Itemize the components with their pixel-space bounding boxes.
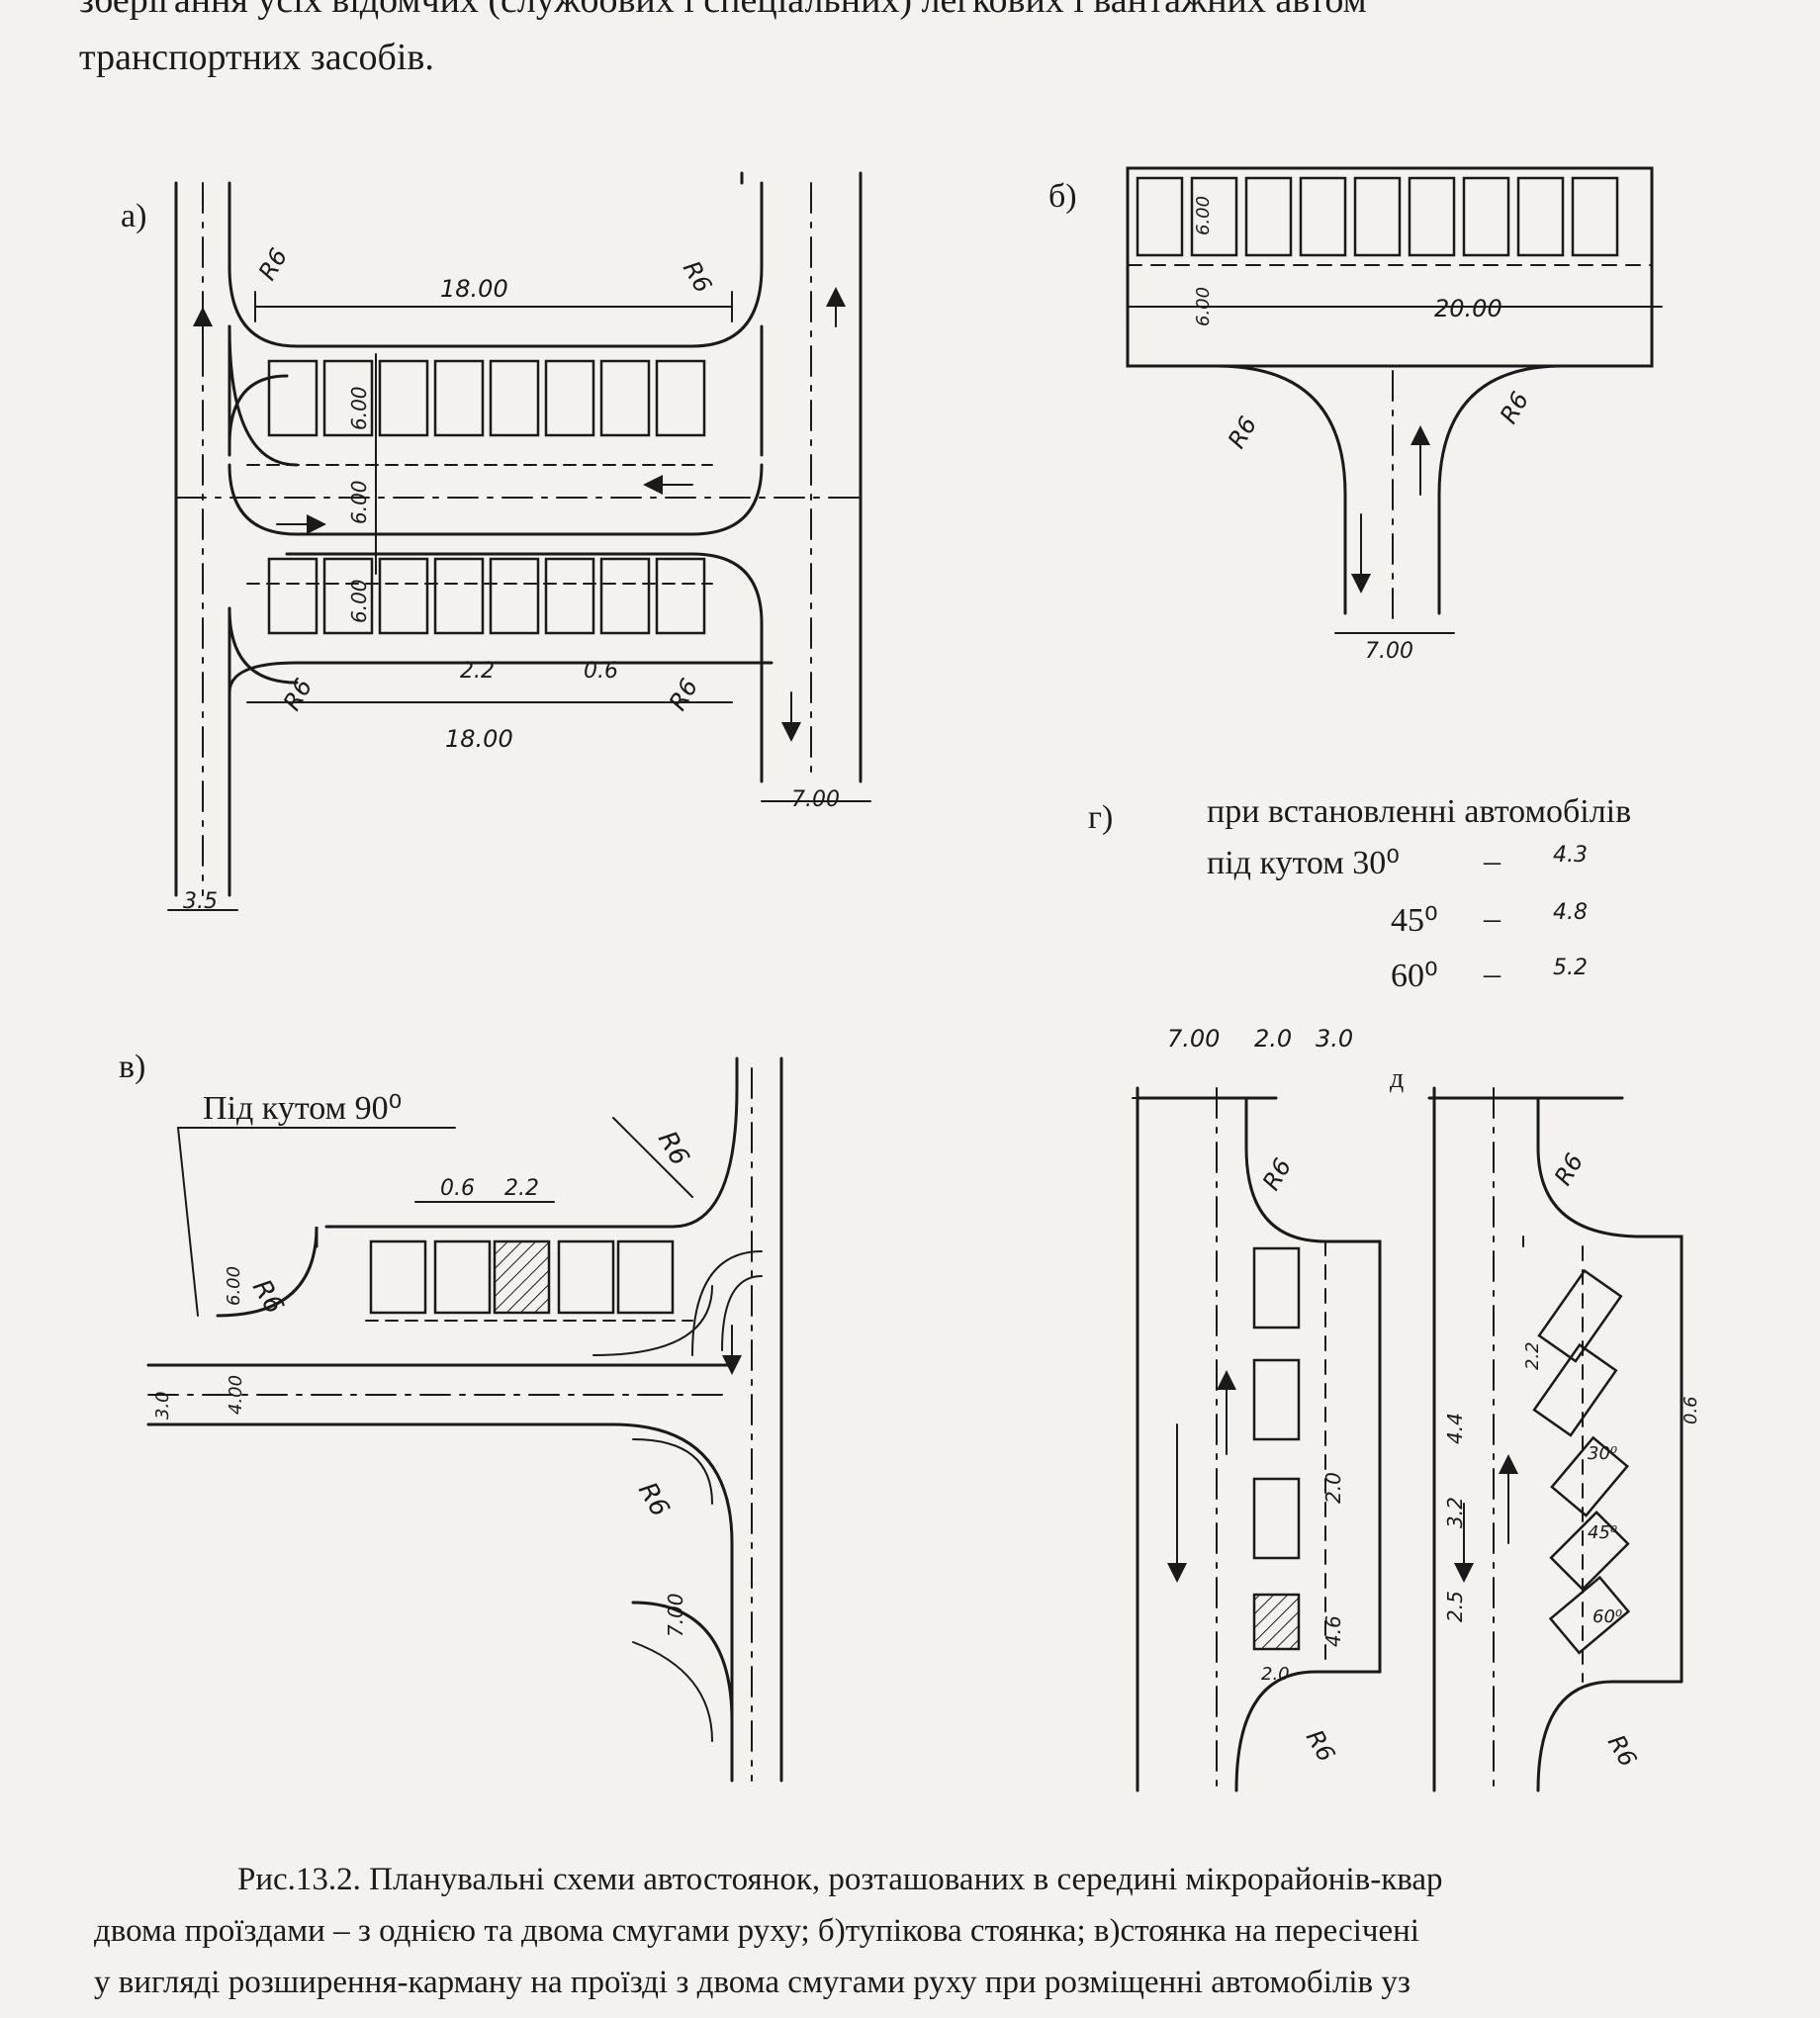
panel-g-row-1-angle: під кутом 30⁰: [1207, 845, 1400, 881]
lower-angle-60: 60⁰: [1592, 1606, 1622, 1627]
lower-angle-30: 30⁰: [1588, 1443, 1617, 1464]
panel-b-lane: 7.00: [1365, 639, 1413, 664]
panel-v-drawing: [146, 1056, 783, 1783]
panel-a-aisle: 6.00: [347, 480, 371, 524]
lower-radius-top-right: R6: [1549, 1148, 1589, 1190]
lower-radius-bottom-left: R6: [1301, 1725, 1340, 1767]
panel-a-gap: 0.6: [584, 659, 618, 684]
panel-a-radius-top-right: R6: [678, 256, 717, 298]
panel-g-row-2-value: 4.8: [1553, 900, 1588, 925]
panel-a-lane-right: 7.00: [791, 787, 840, 812]
panel-a-width-top: 18.00: [440, 275, 508, 303]
caption-line-3: у вигляді розширення-карману на проїзді …: [94, 1965, 1410, 2000]
panel-b-stall-depth: 6.00: [1193, 196, 1214, 235]
panel-a-stall-depth-bottom: 6.00: [347, 579, 371, 623]
panel-label-d: д: [1390, 1063, 1405, 1094]
panel-a-radius-bottom-left: R6: [278, 674, 318, 715]
panel-a-drawing: [167, 171, 871, 911]
panel-g-title: при встановленні автомобілів: [1207, 793, 1632, 830]
lower-gap-angled: 0.6: [1681, 1396, 1701, 1424]
caption-line-1: Рис.13.2. Планувальні схеми автостоянок,…: [237, 1862, 1443, 1897]
lower-stall-w-angled: 2.2: [1522, 1341, 1543, 1370]
panel-v-lane-b: 4.00: [226, 1375, 246, 1415]
lower-angle-45: 45⁰: [1588, 1522, 1617, 1543]
panel-g-row-1-dash: –: [1484, 843, 1501, 879]
header-text-line-2: транспортних засобів.: [79, 37, 434, 78]
lower-stall-len: 2.0: [1321, 1472, 1345, 1504]
lower-stall-w: 2.0: [1261, 1664, 1290, 1685]
panel-v-radius-bottom: R6: [632, 1478, 675, 1522]
panel-v-stall-width: 2.2: [504, 1176, 539, 1201]
panel-lower-drawing: [1132, 1086, 1684, 1792]
panel-v-angle-label: Під кутом 90⁰: [203, 1090, 403, 1127]
panel-b-radius-right: R6: [1495, 387, 1534, 428]
panel-label-g: г): [1088, 799, 1114, 836]
panel-g-row-2-angle: 45⁰: [1391, 902, 1438, 939]
panel-b-width: 20.00: [1434, 295, 1502, 322]
panel-b-radius-left: R6: [1223, 412, 1262, 453]
panel-label-a: а): [121, 198, 147, 234]
panel-v-lane-a: 3.0: [152, 1391, 173, 1420]
lower-pocket-b: 3.0: [1316, 1025, 1353, 1053]
lower-radius-top-left: R6: [1257, 1153, 1297, 1195]
panel-a-radius-bottom-right: R6: [664, 674, 703, 715]
panel-b-aisle: 6.00: [1193, 287, 1214, 326]
lower-radius-bottom-right: R6: [1602, 1730, 1642, 1772]
panel-v-gap: 0.6: [440, 1176, 475, 1201]
panel-a-stall-width: 2.2: [460, 659, 495, 684]
lower-lane: 7.00: [1167, 1025, 1220, 1053]
panel-a-lane-left: 3.5: [183, 889, 218, 914]
panel-g-row-1-value: 4.3: [1553, 843, 1588, 868]
panel-a-width-bottom: 18.00: [445, 725, 513, 753]
panel-a-radius-top-left: R6: [253, 243, 293, 285]
lower-spacing-30: 4.4: [1443, 1413, 1467, 1444]
panel-v-stall-depth: 6.00: [224, 1266, 244, 1306]
panel-g-row-2-dash: –: [1484, 900, 1501, 937]
lower-spacing-60: 2.5: [1443, 1591, 1467, 1622]
panel-label-v: в): [119, 1049, 146, 1085]
panel-label-b: б): [1048, 178, 1077, 215]
panel-g-row-3-angle: 60⁰: [1391, 958, 1438, 994]
header-text-line-1: зберігання усіх відомчих (службових і сп…: [79, 0, 1367, 21]
lower-spacing-45: 3.2: [1443, 1497, 1467, 1528]
panel-v-lane-c: 7.00: [664, 1593, 687, 1637]
lower-pocket-a: 2.0: [1254, 1025, 1292, 1053]
panel-g-row-3-value: 5.2: [1553, 956, 1588, 980]
caption-line-2: двома проїздами – з однією та двома смуг…: [94, 1913, 1419, 1949]
panel-a-stall-depth-top: 6.00: [347, 386, 371, 430]
lower-pocket-len: 4.6: [1321, 1615, 1345, 1647]
panel-b-drawing: [1126, 166, 1663, 634]
panel-g-row-3-dash: –: [1484, 956, 1501, 992]
